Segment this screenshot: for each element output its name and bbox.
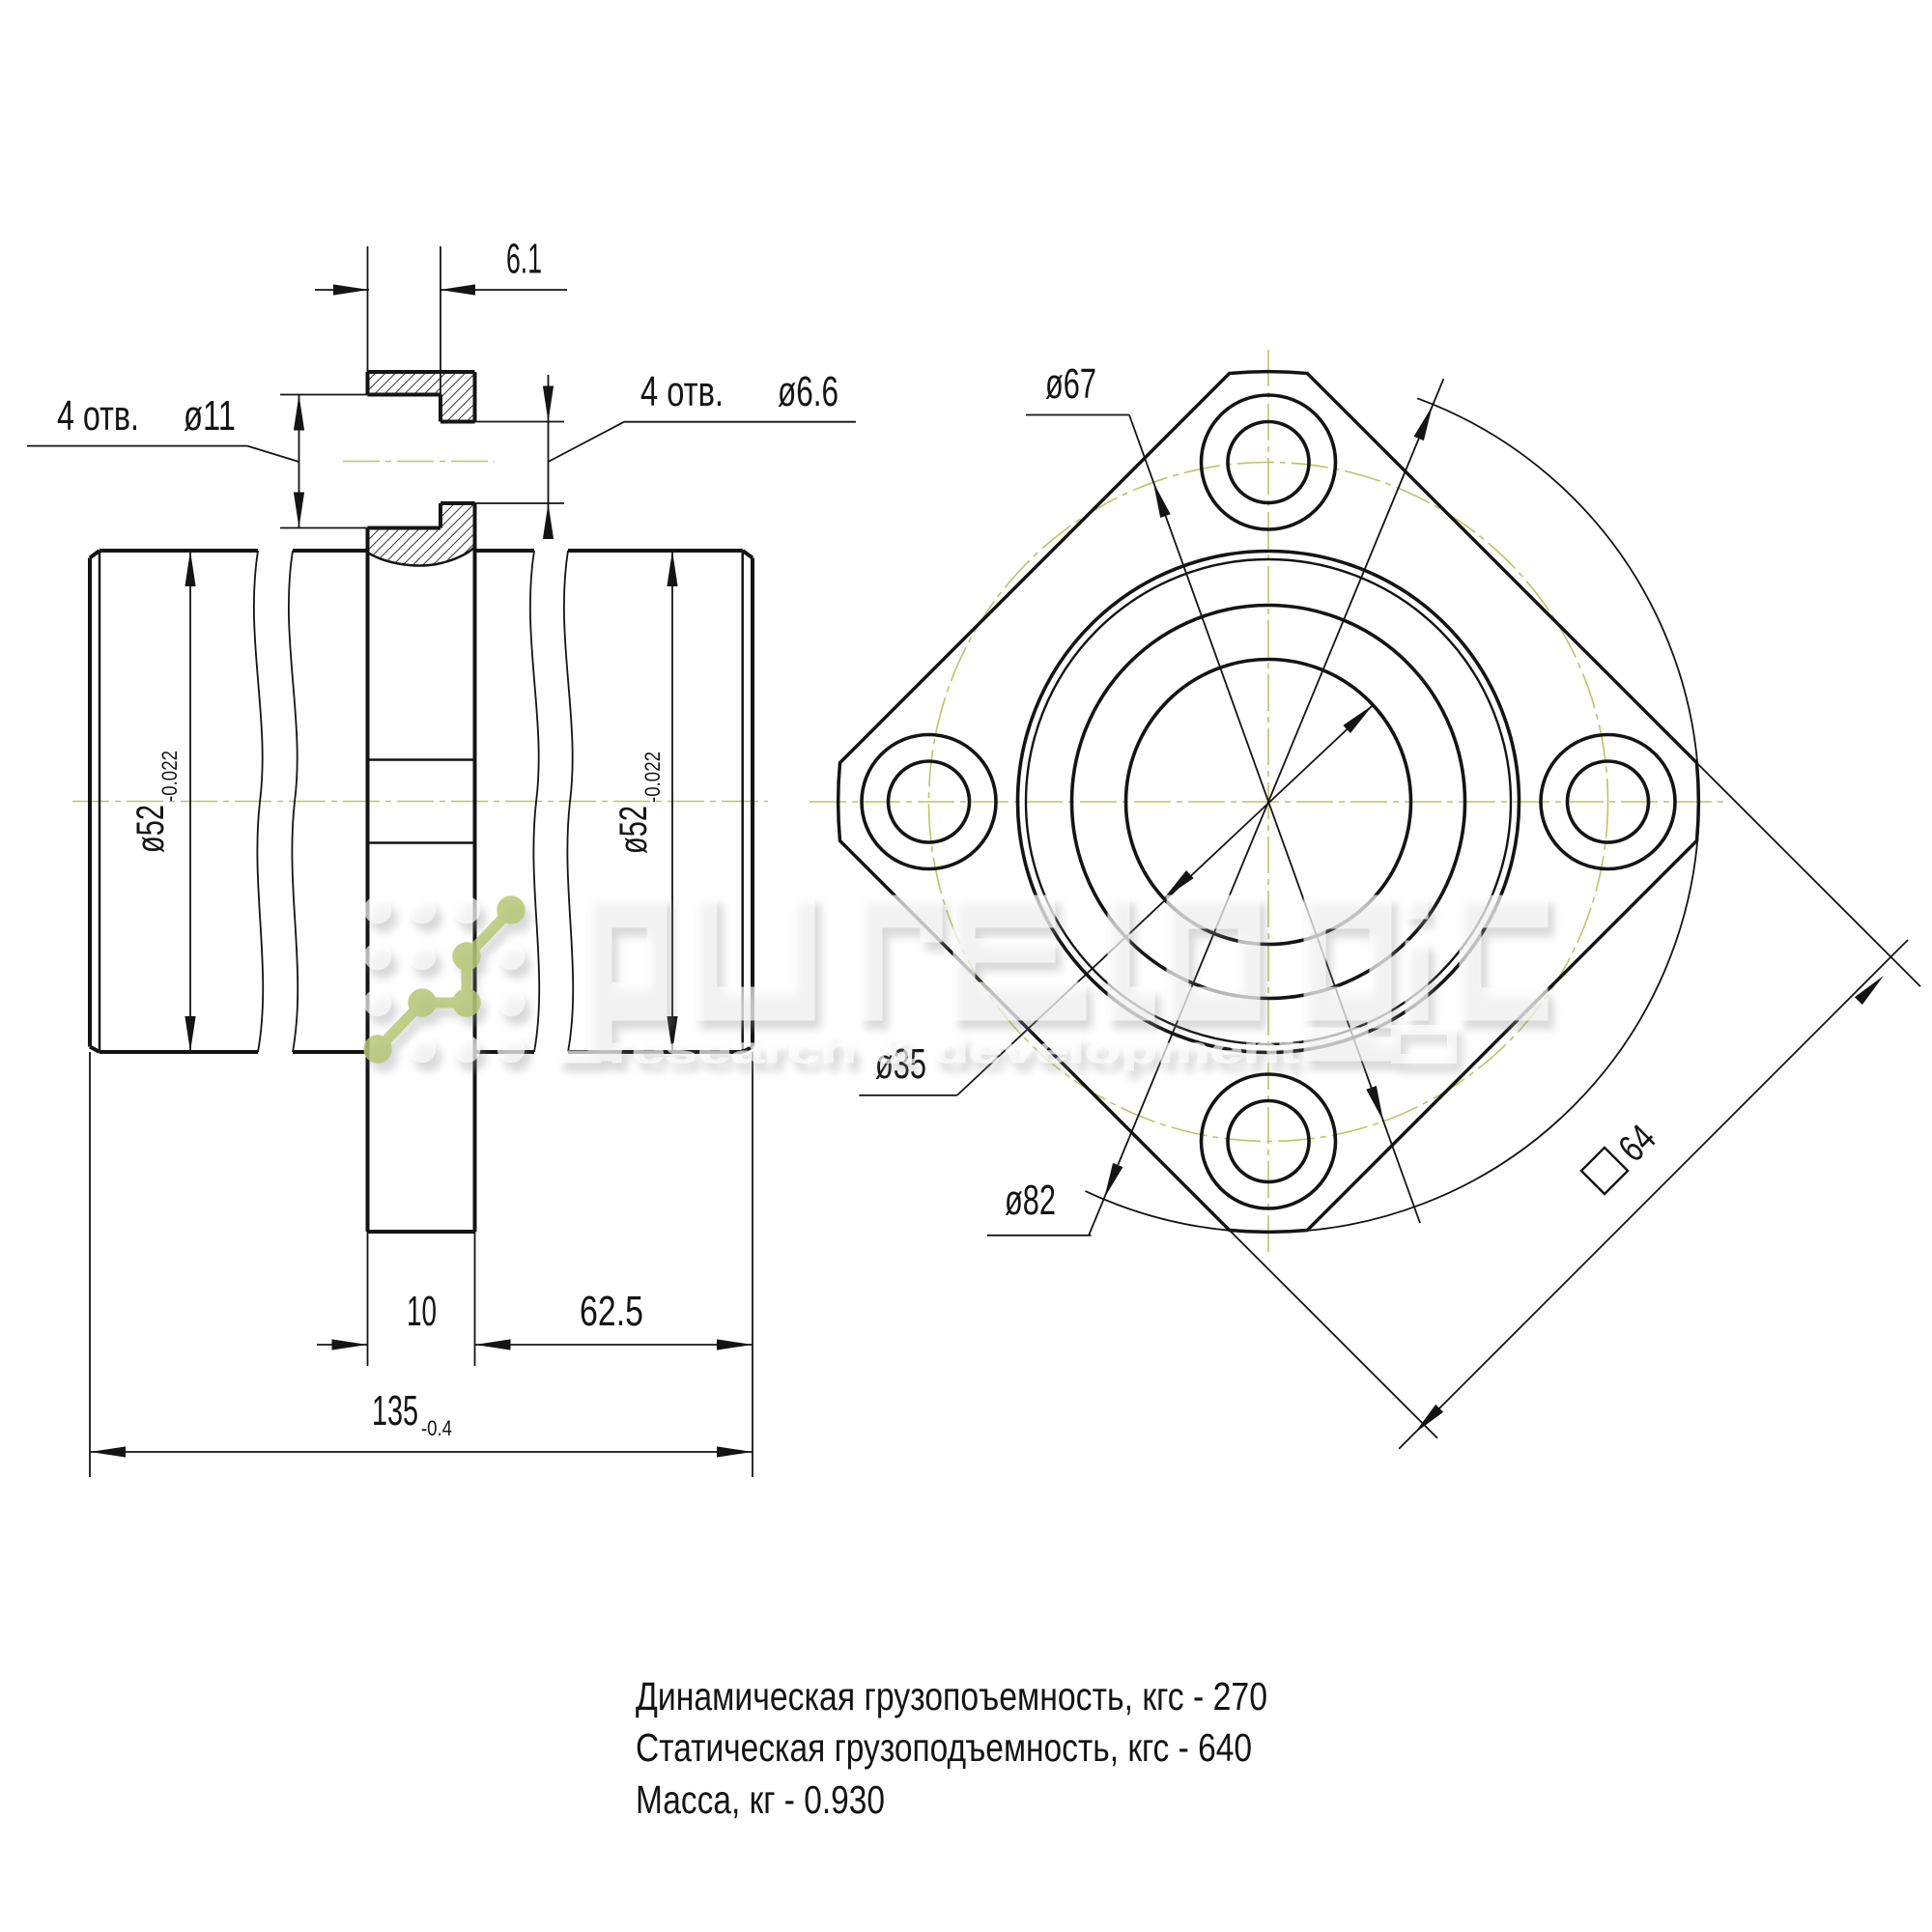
svg-text:-0.4: -0.4 bbox=[421, 1416, 452, 1440]
svg-text:Масса, кг - 0.930: Масса, кг - 0.930 bbox=[636, 1777, 885, 1822]
svg-text:ø52: ø52 bbox=[129, 805, 172, 853]
svg-text:4 отв.: 4 отв. bbox=[57, 392, 139, 440]
svg-text:135: 135 bbox=[372, 1387, 418, 1435]
svg-text:ø11: ø11 bbox=[184, 392, 236, 440]
svg-text:10: 10 bbox=[407, 1288, 437, 1335]
svg-text:ø67: ø67 bbox=[1045, 360, 1096, 408]
svg-text:-0.022: -0.022 bbox=[157, 751, 182, 802]
svg-text:4 отв.: 4 отв. bbox=[640, 368, 724, 415]
svg-text:6.1: 6.1 bbox=[506, 236, 542, 283]
svg-text:ø82: ø82 bbox=[1005, 1177, 1056, 1224]
svg-text:ø6.6: ø6.6 bbox=[778, 368, 838, 415]
svg-text:-0.022: -0.022 bbox=[640, 752, 665, 803]
svg-text:Статическая грузоподъемность,: Статическая грузоподъемность, кгс - 640 bbox=[636, 1725, 1252, 1770]
svg-text:Динамическая грузопоъемность,: Динамическая грузопоъемность, кгс - 270 bbox=[636, 1674, 1267, 1719]
svg-text:62.5: 62.5 bbox=[580, 1288, 643, 1335]
svg-text:ø52: ø52 bbox=[612, 806, 655, 854]
